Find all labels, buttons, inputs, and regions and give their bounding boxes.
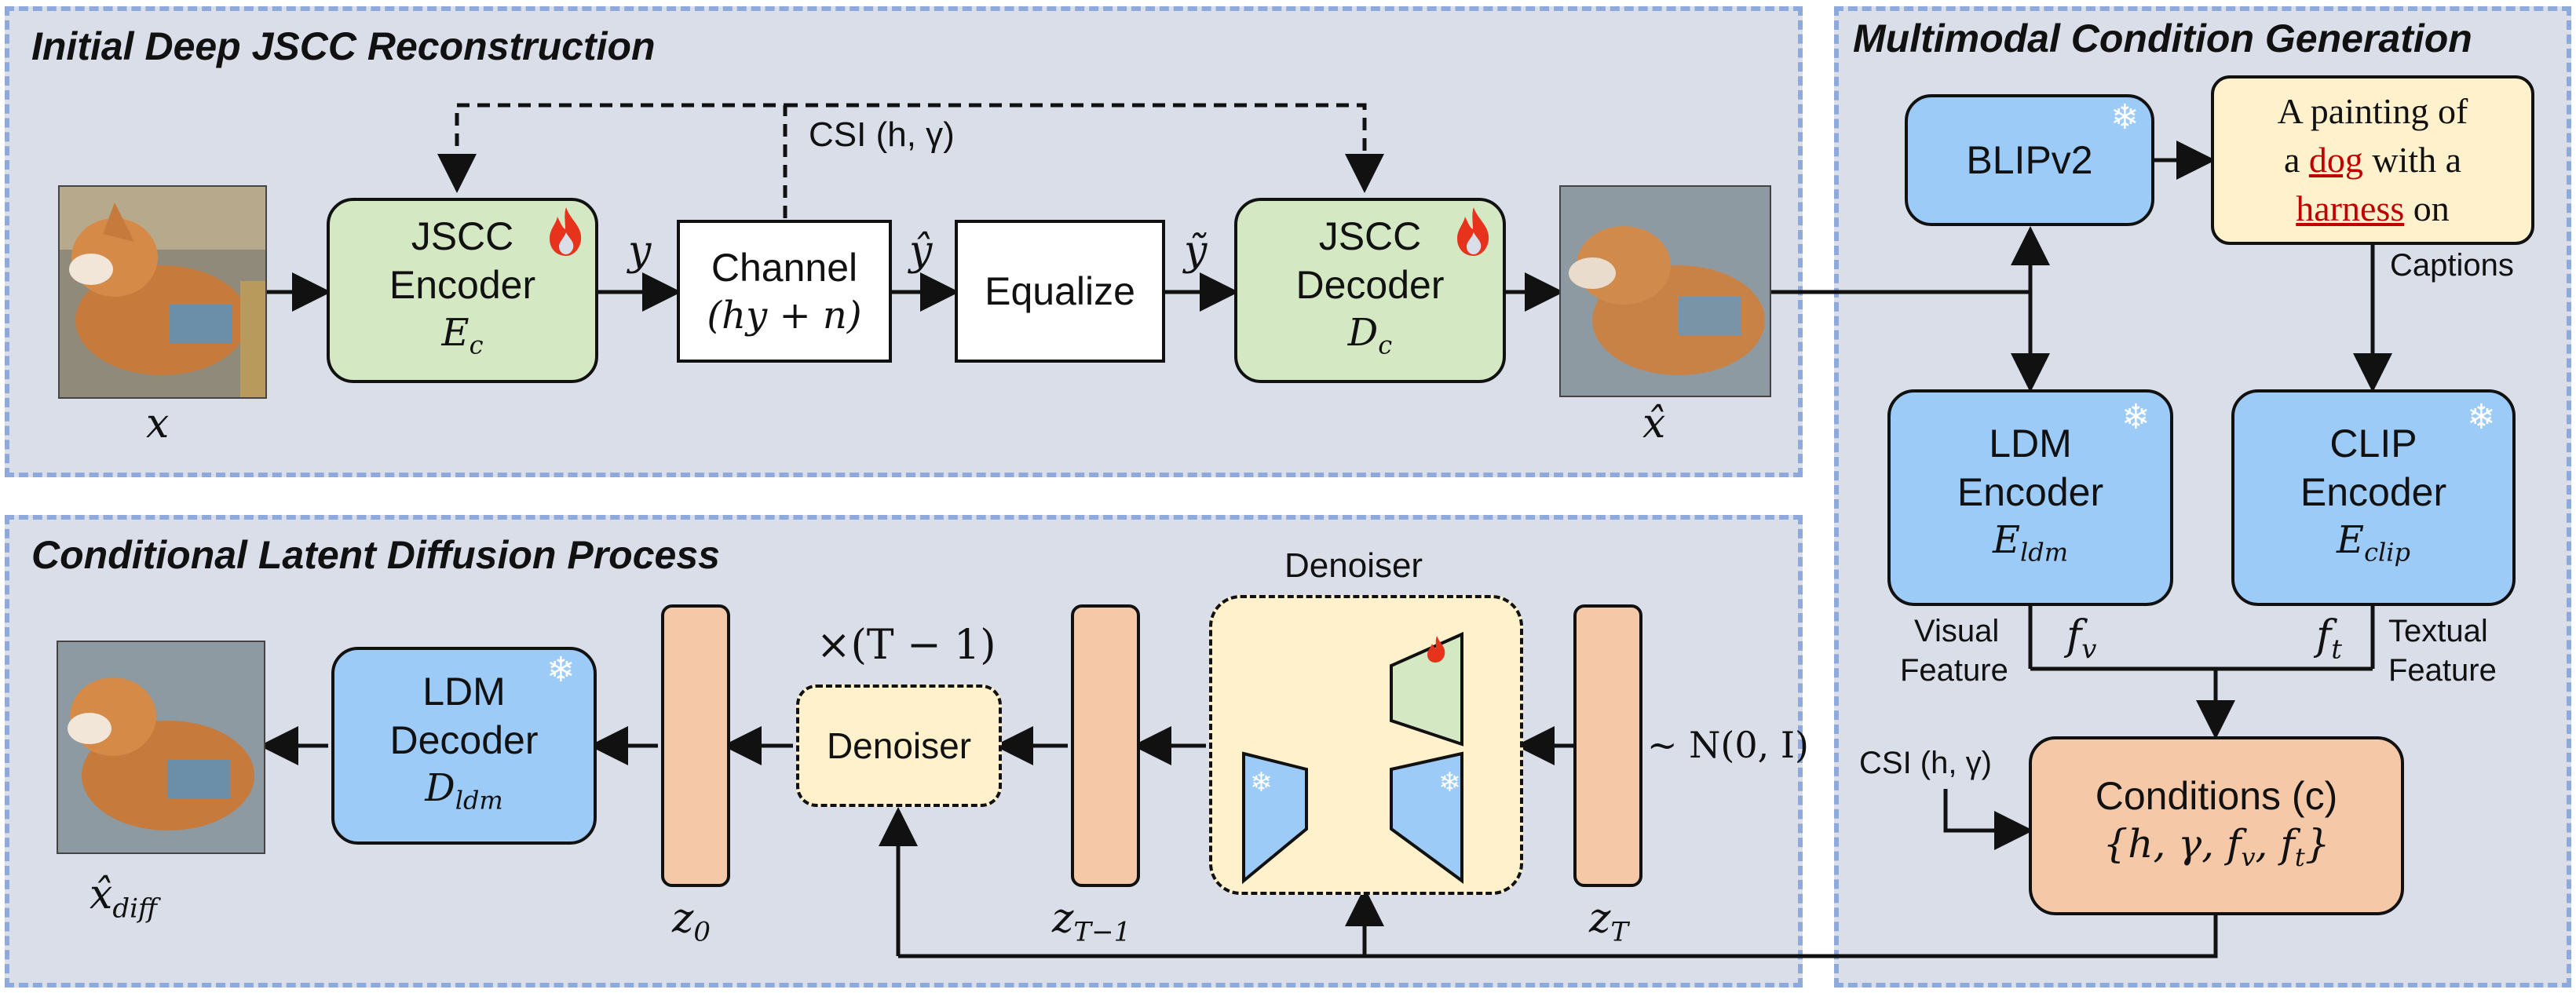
panel-title-diffusion: Conditional Latent Diffusion Process bbox=[31, 533, 720, 577]
panel-title-multimodal: Multimodal Condition Generation bbox=[1853, 16, 2472, 60]
denoiser-detail-title: Denoiser bbox=[1284, 546, 1423, 585]
label-z0: z0 bbox=[672, 895, 711, 948]
captions-label: Captions bbox=[2390, 248, 2514, 283]
svg-text:❄: ❄ bbox=[1438, 767, 1461, 798]
equalize-label: Equalize bbox=[985, 269, 1135, 313]
panel-title-initial: Initial Deep JSCC Reconstruction bbox=[31, 24, 656, 68]
visual-feature-label-1: Visual bbox=[1914, 614, 2000, 648]
jscc-encoder-symbol: Ec bbox=[441, 311, 484, 360]
trainable-fire-icon bbox=[1457, 207, 1489, 256]
label-f-v: fv bbox=[2066, 612, 2097, 666]
label-z-t-minus-1: zT−1 bbox=[1052, 895, 1131, 948]
caption-line-2: a dog with a bbox=[2283, 140, 2462, 180]
jscc-decoder-symbol: Dc bbox=[1347, 311, 1393, 360]
jscc-decoder-block: JSCC Decoder Dc bbox=[1234, 198, 1506, 383]
caption-line-3: harness on bbox=[2296, 188, 2450, 228]
label-noise-distribution: ~ N(0, I) bbox=[1647, 724, 1809, 766]
jscc-decoder-label-2: Decoder bbox=[1295, 263, 1445, 308]
label-x-hat-diff: x̂diff bbox=[90, 871, 158, 925]
dog-image-icon bbox=[58, 642, 264, 852]
textual-feature-label-1: Textual bbox=[2388, 614, 2488, 648]
clip-encoder-label-2: Encoder bbox=[2300, 470, 2447, 515]
equalize-block: Equalize bbox=[955, 220, 1165, 363]
channel-label: Channel bbox=[711, 246, 858, 290]
diffusion-output-image-dog bbox=[57, 641, 265, 854]
latent-bar-z0 bbox=[661, 604, 730, 887]
frozen-snowflake-icon: ❄ bbox=[2121, 397, 2150, 437]
dog-image-icon bbox=[1561, 187, 1770, 396]
caption-box: A painting of a dog with a harness on bbox=[2211, 75, 2534, 245]
label-x-hat: x̂ bbox=[1642, 400, 1666, 447]
jscc-decoder-label-1: JSCC bbox=[1318, 214, 1422, 259]
clip-encoder-label-1: CLIP bbox=[2329, 422, 2417, 466]
ldm-encoder-block: LDM Encoder Eldm bbox=[1887, 389, 2173, 606]
conditions-title: Conditions (c) bbox=[2095, 773, 2338, 818]
frozen-snowflake-icon: ❄ bbox=[2110, 97, 2139, 137]
channel-formula: (hy + n) bbox=[707, 294, 862, 338]
label-x: x bbox=[146, 400, 170, 447]
ldm-decoder-label-2: Decoder bbox=[389, 718, 539, 763]
ldm-decoder-block: LDM Decoder Dldm bbox=[331, 647, 597, 845]
visual-feature-label-2: Feature bbox=[1900, 653, 2008, 688]
input-image-dog bbox=[58, 185, 267, 399]
label-y-hat: ŷ bbox=[909, 228, 933, 275]
jscc-encoder-block: JSCC Encoder Ec bbox=[327, 198, 598, 383]
label-y-tilde: ỹ bbox=[1184, 228, 1208, 275]
conditions-set: {h, γ, fv, ft} bbox=[2103, 820, 2330, 872]
denoiser-label: Denoiser bbox=[826, 725, 972, 766]
label-f-t: ft bbox=[2316, 612, 2342, 666]
reconstructed-image-dog bbox=[1559, 185, 1771, 397]
jscc-encoder-label-1: JSCC bbox=[411, 214, 514, 259]
ldm-encoder-label-2: Encoder bbox=[1957, 470, 2104, 515]
conditions-block: Conditions (c) {h, γ, fv, ft} bbox=[2029, 736, 2404, 915]
csi-right-label: CSI (h, γ) bbox=[1859, 746, 1992, 780]
caption-line-1: A painting of bbox=[2277, 91, 2468, 131]
dog-image-icon bbox=[60, 187, 265, 397]
denoiser-iterative-block: Denoiser bbox=[796, 685, 1002, 807]
label-y: y bbox=[628, 228, 652, 275]
latent-bar-z-t bbox=[1573, 604, 1642, 887]
trainable-fire-icon bbox=[550, 207, 582, 256]
unet-icon: ❄ ❄ bbox=[1242, 631, 1463, 885]
blipv2-block: BLIPv2 bbox=[1905, 94, 2154, 226]
label-csi-top: CSI (h, γ) bbox=[809, 115, 955, 154]
ldm-decoder-label-1: LDM bbox=[422, 670, 506, 714]
jscc-encoder-label-2: Encoder bbox=[389, 263, 536, 308]
textual-feature-label-2: Feature bbox=[2388, 653, 2497, 688]
channel-block: Channel (hy + n) bbox=[677, 220, 892, 363]
label-times-t-minus-1: ×(T − 1) bbox=[817, 622, 996, 669]
ldm-encoder-label-1: LDM bbox=[1989, 422, 2072, 466]
frozen-snowflake-icon: ❄ bbox=[546, 650, 575, 690]
ldm-decoder-symbol: Dldm bbox=[425, 766, 503, 816]
ldm-encoder-symbol: Eldm bbox=[1992, 518, 2069, 568]
label-z-t: zT bbox=[1589, 895, 1629, 948]
svg-text:❄: ❄ bbox=[1250, 767, 1273, 798]
latent-bar-z-t-minus-1 bbox=[1071, 604, 1140, 887]
clip-encoder-block: CLIP Encoder Eclip bbox=[2231, 389, 2516, 606]
clip-encoder-symbol: Eclip bbox=[2337, 518, 2410, 568]
blipv2-label: BLIPv2 bbox=[1966, 138, 2093, 182]
frozen-snowflake-icon: ❄ bbox=[2467, 397, 2496, 437]
